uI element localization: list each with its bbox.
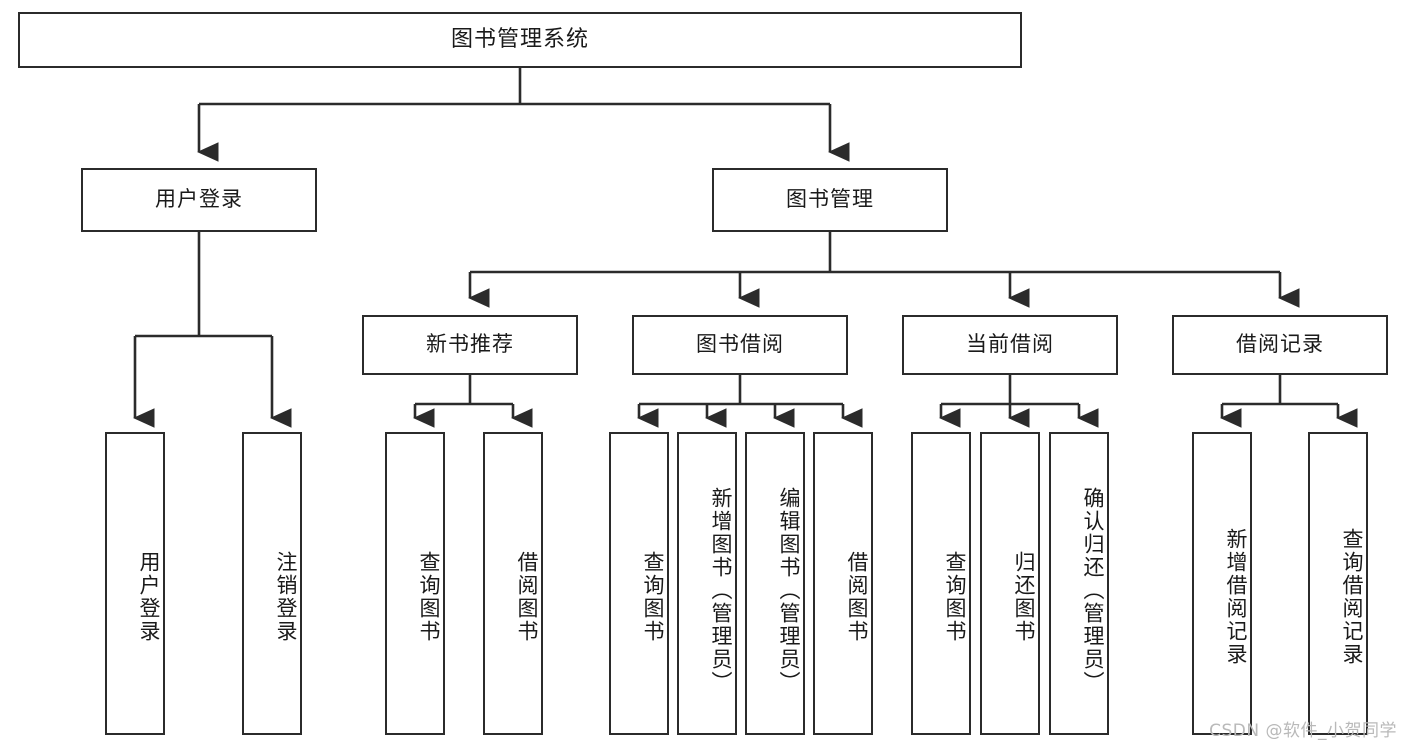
leaf-query-book-current[interactable]: 查询图书 — [911, 432, 971, 735]
node-label: 查询图书 — [943, 550, 967, 643]
node-label: 借阅图书 — [845, 550, 869, 643]
node-label: 用户登录 — [137, 550, 161, 643]
node-borrow-record[interactable]: 借阅记录 — [1172, 315, 1388, 375]
leaf-query-borrow-record[interactable]: 查询借阅记录 — [1308, 432, 1368, 735]
node-label: 图书管理系统 — [450, 26, 589, 52]
node-label: 图书管理 — [786, 187, 874, 212]
node-label: 新增借阅记录 — [1224, 527, 1248, 666]
node-new-book-recommend[interactable]: 新书推荐 — [362, 315, 578, 375]
node-label: 借阅图书 — [515, 550, 539, 643]
watermark: CSDN @软件_小贺同学 — [1209, 721, 1397, 741]
leaf-query-book-recommend[interactable]: 查询图书 — [385, 432, 445, 735]
leaf-confirm-return-admin[interactable]: 确认归还（管理员） — [1049, 432, 1109, 735]
node-book-management[interactable]: 图书管理 — [712, 168, 948, 232]
node-book-borrow[interactable]: 图书借阅 — [632, 315, 848, 375]
node-label: 确认归还（管理员） — [1081, 487, 1105, 694]
leaf-borrow-book[interactable]: 借阅图书 — [813, 432, 873, 735]
node-label: 查询借阅记录 — [1340, 527, 1364, 666]
leaf-add-borrow-record[interactable]: 新增借阅记录 — [1192, 432, 1252, 735]
node-label: 查询图书 — [417, 550, 441, 643]
node-label: 用户登录 — [155, 187, 243, 212]
node-label: 当前借阅 — [966, 332, 1054, 357]
node-root-system[interactable]: 图书管理系统 — [18, 12, 1022, 68]
node-current-borrow[interactable]: 当前借阅 — [902, 315, 1118, 375]
node-label: 归还图书 — [1012, 550, 1036, 643]
node-label: 注销登录 — [274, 550, 298, 643]
node-user-login[interactable]: 用户登录 — [81, 168, 317, 232]
leaf-query-book-borrow[interactable]: 查询图书 — [609, 432, 669, 735]
leaf-edit-book-admin[interactable]: 编辑图书（管理员） — [745, 432, 805, 735]
node-label: 借阅记录 — [1236, 332, 1324, 357]
leaf-borrow-book-recommend[interactable]: 借阅图书 — [483, 432, 543, 735]
leaf-return-book[interactable]: 归还图书 — [980, 432, 1040, 735]
node-label: 新增图书（管理员） — [709, 487, 733, 694]
leaf-user-login[interactable]: 用户登录 — [105, 432, 165, 735]
leaf-logout-login[interactable]: 注销登录 — [242, 432, 302, 735]
node-label: 查询图书 — [641, 550, 665, 643]
node-label: 编辑图书（管理员） — [777, 487, 801, 694]
node-label: 图书借阅 — [696, 332, 784, 357]
leaf-add-book-admin[interactable]: 新增图书（管理员） — [677, 432, 737, 735]
node-label: 新书推荐 — [426, 332, 514, 357]
